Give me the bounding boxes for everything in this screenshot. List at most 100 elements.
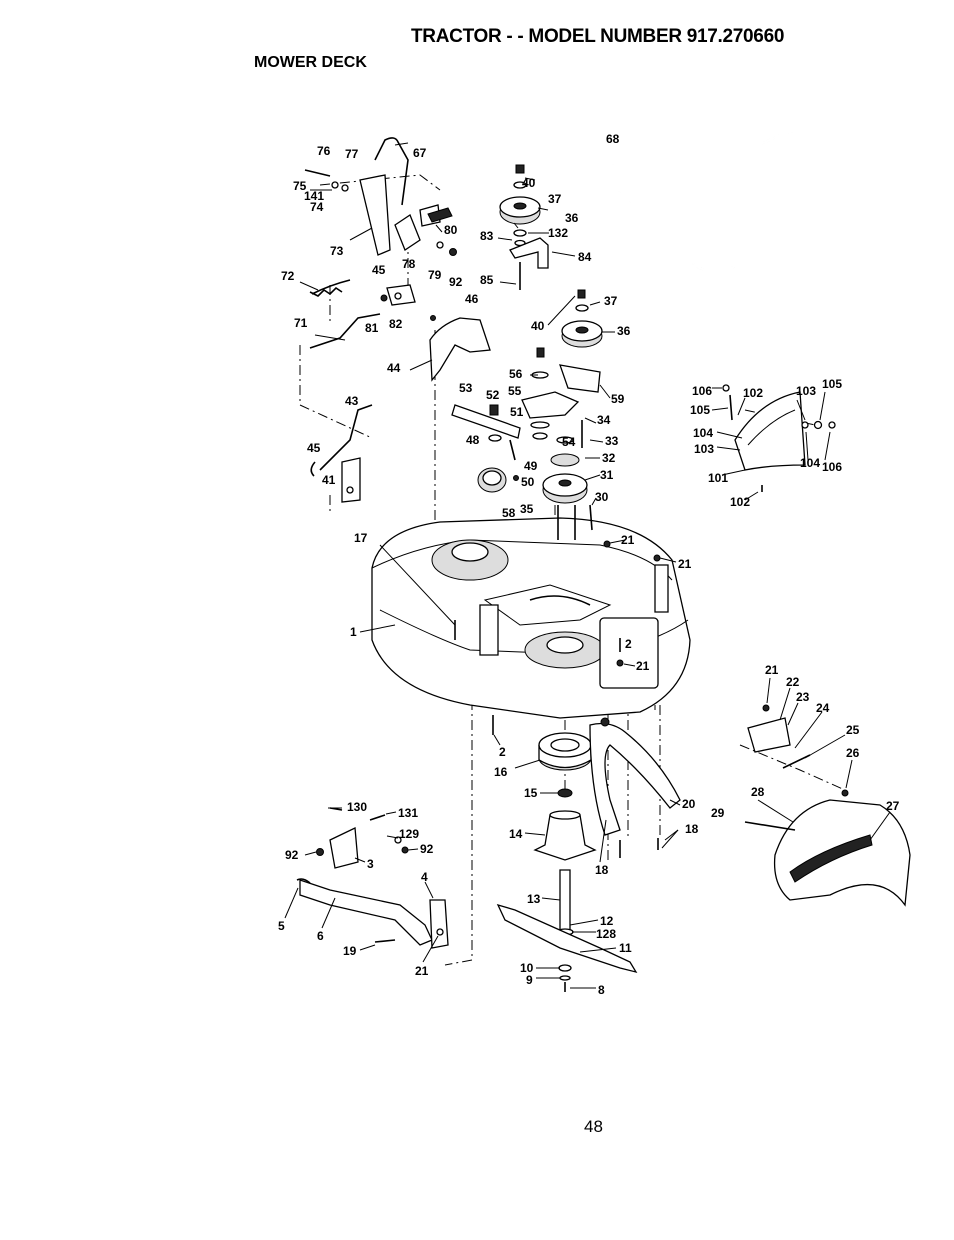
callout-17: 17 bbox=[354, 531, 368, 545]
idler-pulley-middle bbox=[521, 289, 603, 448]
callout-85: 85 bbox=[480, 273, 494, 287]
callout-105a: 105 bbox=[822, 377, 842, 391]
callout-13: 13 bbox=[527, 892, 541, 906]
callout-49: 49 bbox=[524, 459, 538, 473]
callout-128: 128 bbox=[596, 927, 616, 941]
callout-1: 1 bbox=[350, 625, 357, 639]
callout-83: 83 bbox=[480, 229, 494, 243]
center-pulley bbox=[542, 436, 593, 540]
callout-19: 19 bbox=[343, 944, 357, 958]
callout-82: 82 bbox=[389, 317, 403, 331]
callout-40b: 40 bbox=[531, 319, 545, 333]
callout-130: 130 bbox=[347, 800, 367, 814]
callout-23: 23 bbox=[796, 690, 810, 704]
callout-31: 31 bbox=[600, 468, 614, 482]
callout-52: 52 bbox=[486, 388, 500, 402]
callout-11: 11 bbox=[619, 941, 632, 955]
callout-59: 59 bbox=[611, 392, 625, 406]
callout-24: 24 bbox=[816, 701, 830, 715]
callout-5: 5 bbox=[278, 919, 285, 933]
callout-3: 3 bbox=[367, 857, 374, 871]
callout-92: 92 bbox=[449, 275, 463, 289]
callout-74: 74 bbox=[310, 200, 324, 214]
callout-25: 25 bbox=[846, 723, 860, 737]
callout-106a: 106 bbox=[692, 384, 712, 398]
callout-37b: 37 bbox=[604, 294, 618, 308]
callout-53: 53 bbox=[459, 381, 473, 395]
callout-35: 35 bbox=[520, 502, 534, 516]
discharge-chute-upper bbox=[722, 384, 836, 492]
callout-54: 54 bbox=[562, 435, 576, 449]
callout-labels: 76 77 67 75 141 74 80 73 78 79 92 45 72 … bbox=[278, 132, 900, 997]
callout-44: 44 bbox=[387, 361, 401, 375]
deflector-bracket bbox=[589, 717, 681, 858]
callout-76: 76 bbox=[317, 144, 331, 158]
callout-36b: 36 bbox=[617, 324, 631, 338]
callout-26: 26 bbox=[846, 746, 860, 760]
callout-92b: 92 bbox=[285, 848, 299, 862]
callout-58: 58 bbox=[502, 506, 516, 520]
discharge-chute-lower bbox=[744, 704, 911, 907]
callout-79: 79 bbox=[428, 268, 442, 282]
callout-21a: 21 bbox=[621, 533, 635, 547]
idler-arm bbox=[451, 404, 521, 493]
callout-4: 4 bbox=[421, 870, 428, 884]
callout-43: 43 bbox=[345, 394, 359, 408]
callout-56: 56 bbox=[509, 367, 523, 381]
callout-102b: 102 bbox=[730, 495, 750, 509]
callout-2a: 2 bbox=[625, 637, 632, 651]
lift-rod-assembly bbox=[310, 404, 373, 503]
callout-20: 20 bbox=[682, 797, 696, 811]
callout-21d: 21 bbox=[415, 964, 429, 978]
callout-21c: 21 bbox=[636, 659, 650, 673]
callout-10: 10 bbox=[520, 961, 534, 975]
mower-deck-shell bbox=[371, 517, 691, 719]
callout-40: 40 bbox=[522, 176, 536, 190]
callout-15: 15 bbox=[524, 786, 538, 800]
callout-68: 68 bbox=[606, 132, 620, 146]
callout-77: 77 bbox=[345, 147, 359, 161]
callout-2b: 2 bbox=[499, 745, 506, 759]
callout-73: 73 bbox=[330, 244, 344, 258]
callout-34: 34 bbox=[597, 413, 611, 427]
callout-104b: 104 bbox=[800, 456, 820, 470]
page-number: 48 bbox=[584, 1117, 603, 1136]
callout-131: 131 bbox=[398, 806, 418, 820]
callout-104a: 104 bbox=[693, 426, 713, 440]
callout-92c: 92 bbox=[420, 842, 434, 856]
callout-55: 55 bbox=[508, 384, 522, 398]
idler-pulley-upper bbox=[499, 164, 549, 290]
callout-29: 29 bbox=[711, 806, 725, 820]
callout-32: 32 bbox=[602, 451, 616, 465]
callout-50: 50 bbox=[521, 475, 535, 489]
callout-45b: 45 bbox=[307, 441, 321, 455]
callout-30: 30 bbox=[595, 490, 609, 504]
callout-67: 67 bbox=[413, 146, 427, 160]
callout-6: 6 bbox=[317, 929, 324, 943]
callout-103a: 103 bbox=[796, 384, 816, 398]
callout-129: 129 bbox=[399, 827, 419, 841]
callout-75: 75 bbox=[293, 179, 307, 193]
callout-84: 84 bbox=[578, 250, 592, 264]
callout-18a: 18 bbox=[685, 822, 699, 836]
callout-78: 78 bbox=[402, 257, 416, 271]
callout-27: 27 bbox=[886, 799, 900, 813]
callout-106b: 106 bbox=[822, 460, 842, 474]
callout-14: 14 bbox=[509, 827, 523, 841]
callout-9: 9 bbox=[526, 973, 533, 987]
callout-22: 22 bbox=[786, 675, 800, 689]
drive-belt bbox=[608, 130, 805, 272]
callout-28: 28 bbox=[751, 785, 765, 799]
callout-81: 81 bbox=[365, 321, 379, 335]
callout-12: 12 bbox=[600, 914, 614, 928]
callout-71: 71 bbox=[294, 316, 308, 330]
callout-45: 45 bbox=[372, 263, 386, 277]
front-hanger-assembly bbox=[296, 807, 449, 949]
page-title: TRACTOR - - MODEL NUMBER 917.270660 bbox=[411, 26, 785, 47]
callout-18b: 18 bbox=[595, 863, 609, 877]
callout-72: 72 bbox=[281, 269, 295, 283]
callout-105b: 105 bbox=[690, 403, 710, 417]
callout-21b: 21 bbox=[678, 557, 692, 571]
callout-103b: 103 bbox=[694, 442, 714, 456]
